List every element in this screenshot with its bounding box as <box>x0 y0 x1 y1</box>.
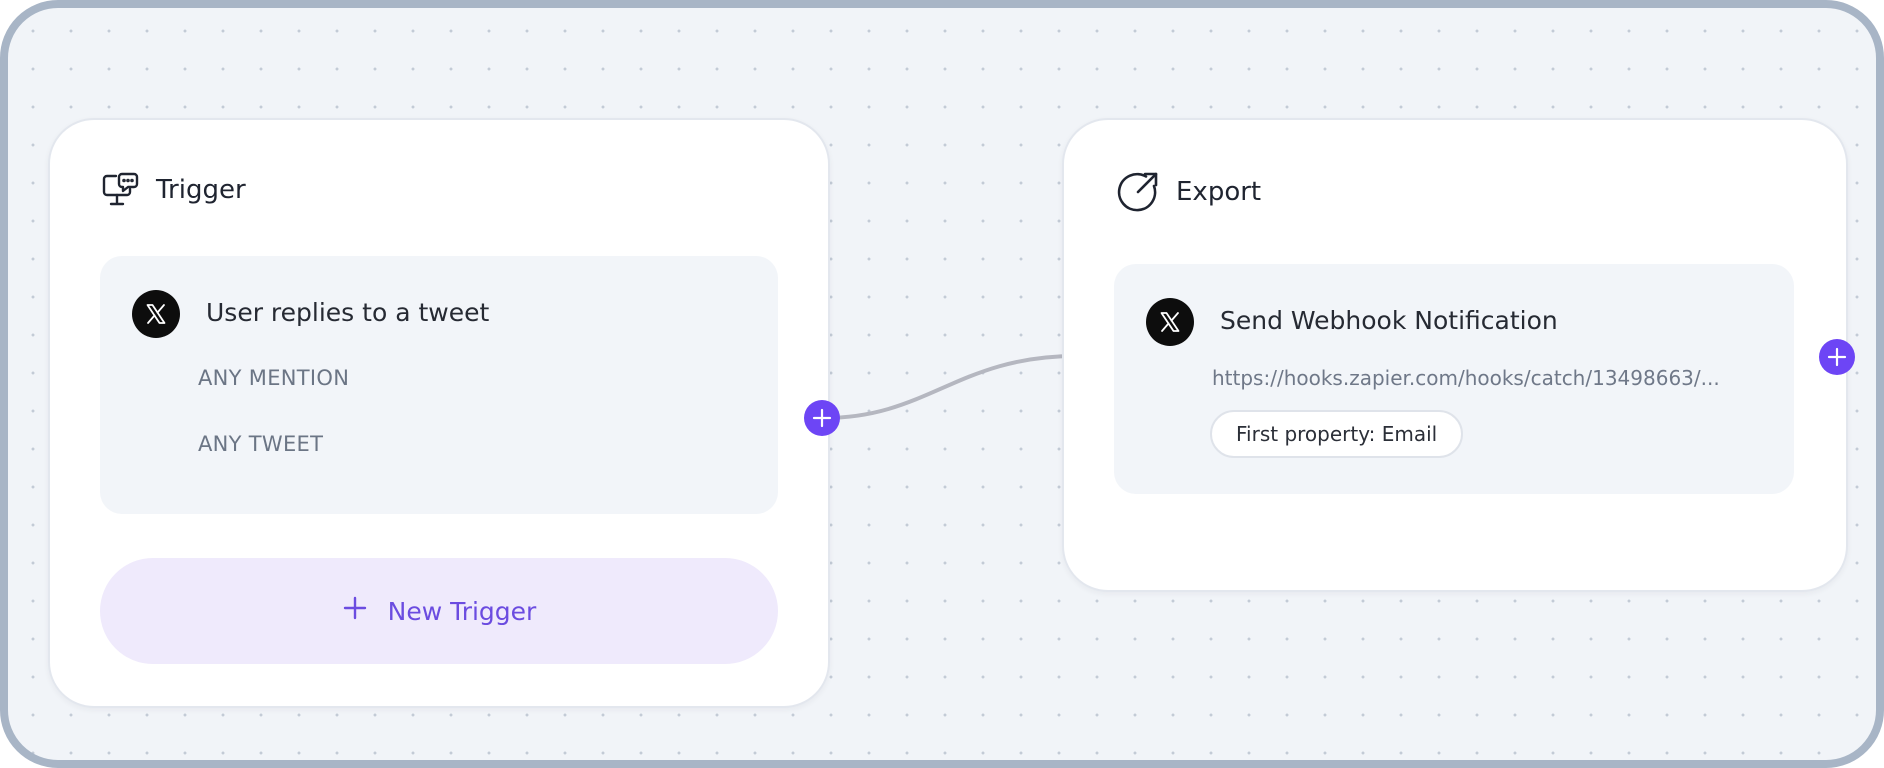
plus-icon <box>342 595 368 627</box>
x-logo-icon <box>132 290 180 338</box>
trigger-card-title: Trigger <box>156 175 246 205</box>
export-arrow-icon <box>1116 170 1160 214</box>
trigger-item-title: User replies to a tweet <box>206 298 490 327</box>
trigger-tag-any-mention: ANY MENTION <box>198 366 350 390</box>
webhook-url: https://hooks.zapier.com/hooks/catch/134… <box>1212 366 1720 390</box>
trigger-card[interactable]: Trigger User replies to a tweet ANY MENT… <box>48 118 830 708</box>
trigger-item[interactable]: User replies to a tweet ANY MENTION ANY … <box>100 256 778 514</box>
export-output-add-handle[interactable] <box>1819 339 1855 375</box>
trigger-card-header: Trigger <box>100 170 246 210</box>
trigger-tag-any-tweet: ANY TWEET <box>198 432 324 456</box>
new-trigger-button[interactable]: New Trigger <box>100 558 778 664</box>
first-property-pill[interactable]: First property: Email <box>1210 410 1464 458</box>
export-item[interactable]: Send Webhook Notification https://hooks.… <box>1114 264 1794 494</box>
export-card-header: Export <box>1116 170 1261 214</box>
x-logo-icon <box>1146 298 1194 346</box>
export-card-title: Export <box>1176 177 1262 207</box>
export-card[interactable]: Export Send Webhook Notification https:/… <box>1062 118 1848 592</box>
new-trigger-label: New Trigger <box>387 596 537 626</box>
trigger-output-add-handle[interactable] <box>804 400 840 436</box>
export-item-title: Send Webhook Notification <box>1220 306 1558 335</box>
monitor-chat-icon <box>100 170 140 210</box>
